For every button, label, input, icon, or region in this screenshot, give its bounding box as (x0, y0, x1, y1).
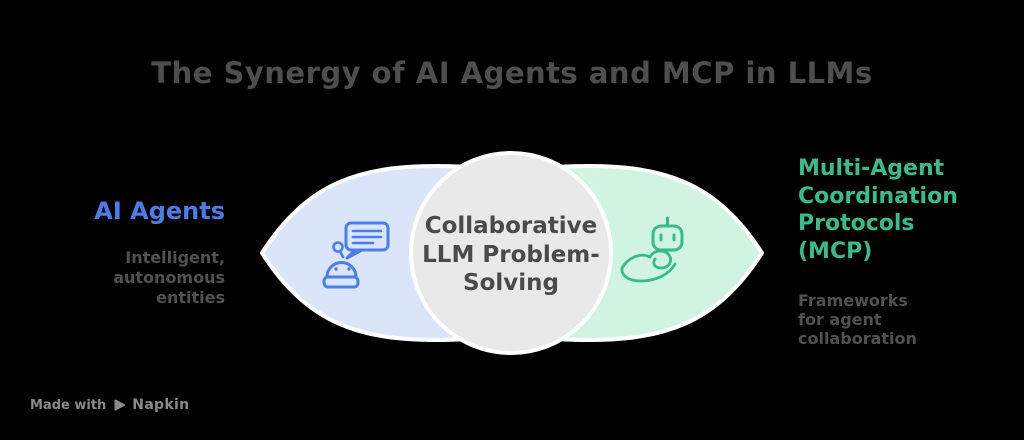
left-description: Intelligent, autonomous entities (113, 247, 225, 307)
right-label: Multi-Agent Coordination Protocols (MCP) (798, 156, 958, 264)
diagram-title: The Synergy of AI Agents and MCP in LLMs (151, 56, 873, 90)
left-label-block: AI Agents Intelligent, autonomous entiti… (40, 197, 225, 308)
hand-holding-robot-icon (620, 216, 684, 283)
center-circle-shape (409, 151, 613, 355)
right-description: Frameworks for agent collaboration (798, 291, 917, 349)
right-label-block: Multi-Agent Coordination Protocols (MCP)… (798, 155, 998, 349)
center-label: Collaborative LLM Problem-Solving (422, 212, 600, 297)
left-label: AI Agents (94, 197, 225, 225)
brand-text: Napkin (132, 397, 190, 413)
robot-chat-icon (322, 221, 390, 289)
made-with-text: Made with (30, 397, 107, 413)
watermark: Made with Napkin (30, 397, 189, 413)
napkin-logo-icon (112, 398, 126, 412)
